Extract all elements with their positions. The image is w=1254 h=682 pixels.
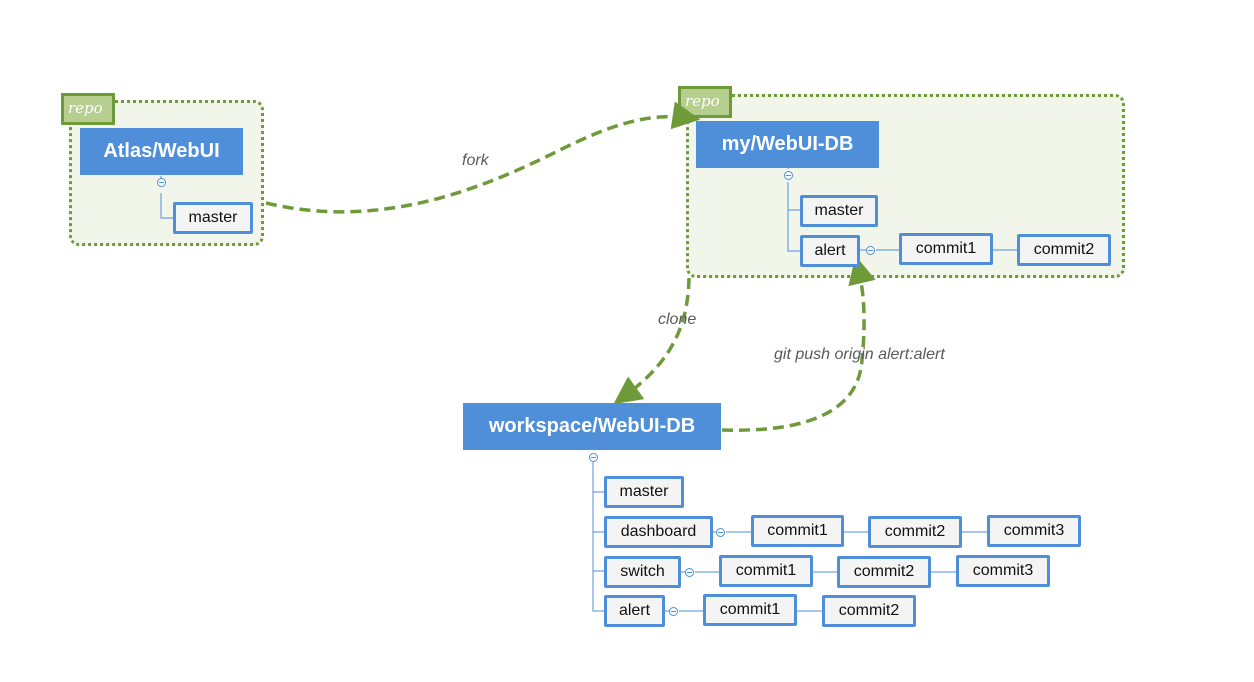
workspace-branch-master[interactable]: master [604, 476, 684, 508]
atlas-repo-node[interactable]: Atlas/WebUI [80, 128, 243, 175]
workspace-tree-lines [592, 462, 987, 612]
workspace-branch-alert[interactable]: alert [604, 595, 665, 627]
my-repo-node[interactable]: my/WebUI-DB [696, 121, 879, 168]
my-branch-master[interactable]: master [800, 195, 878, 227]
my-alert-collapse-icon[interactable] [866, 246, 875, 255]
my-tree-lines [787, 168, 1017, 252]
switch-commit-2[interactable]: commit2 [837, 556, 931, 588]
dashboard-collapse-icon[interactable] [716, 528, 725, 537]
my-collapse-icon[interactable] [784, 171, 793, 180]
my-branch-alert[interactable]: alert [800, 235, 860, 267]
push-label: git push origin alert:alert [774, 346, 945, 363]
switch-commit-1[interactable]: commit1 [719, 555, 813, 587]
workspace-repo-node[interactable]: workspace/WebUI-DB [463, 403, 721, 450]
fork-arrow [265, 101, 701, 214]
switch-commit-3[interactable]: commit3 [956, 555, 1050, 587]
atlas-branch-master[interactable]: master [173, 202, 253, 234]
dashboard-commit-1[interactable]: commit1 [751, 515, 844, 547]
atlas-repo-tag: repo [61, 93, 115, 125]
clone-label: clone [658, 311, 697, 328]
push-arrow [721, 255, 876, 432]
atlas-collapse-icon[interactable] [157, 178, 166, 187]
workspace-branch-switch[interactable]: switch [604, 556, 681, 588]
workspace-branch-dashboard[interactable]: dashboard [604, 516, 713, 548]
my-alert-commit-1[interactable]: commit1 [899, 233, 993, 265]
fork-label: fork [462, 152, 489, 169]
workspace-alert-commit-2[interactable]: commit2 [822, 595, 916, 627]
switch-collapse-icon[interactable] [685, 568, 694, 577]
workspace-collapse-icon[interactable] [589, 453, 598, 462]
dashboard-commit-2[interactable]: commit2 [868, 516, 962, 548]
dashboard-commit-3[interactable]: commit3 [987, 515, 1081, 547]
workspace-alert-collapse-icon[interactable] [669, 607, 678, 616]
my-alert-commit-2[interactable]: commit2 [1017, 234, 1111, 266]
clone-arrow [613, 277, 691, 405]
workspace-alert-commit-1[interactable]: commit1 [703, 594, 797, 626]
